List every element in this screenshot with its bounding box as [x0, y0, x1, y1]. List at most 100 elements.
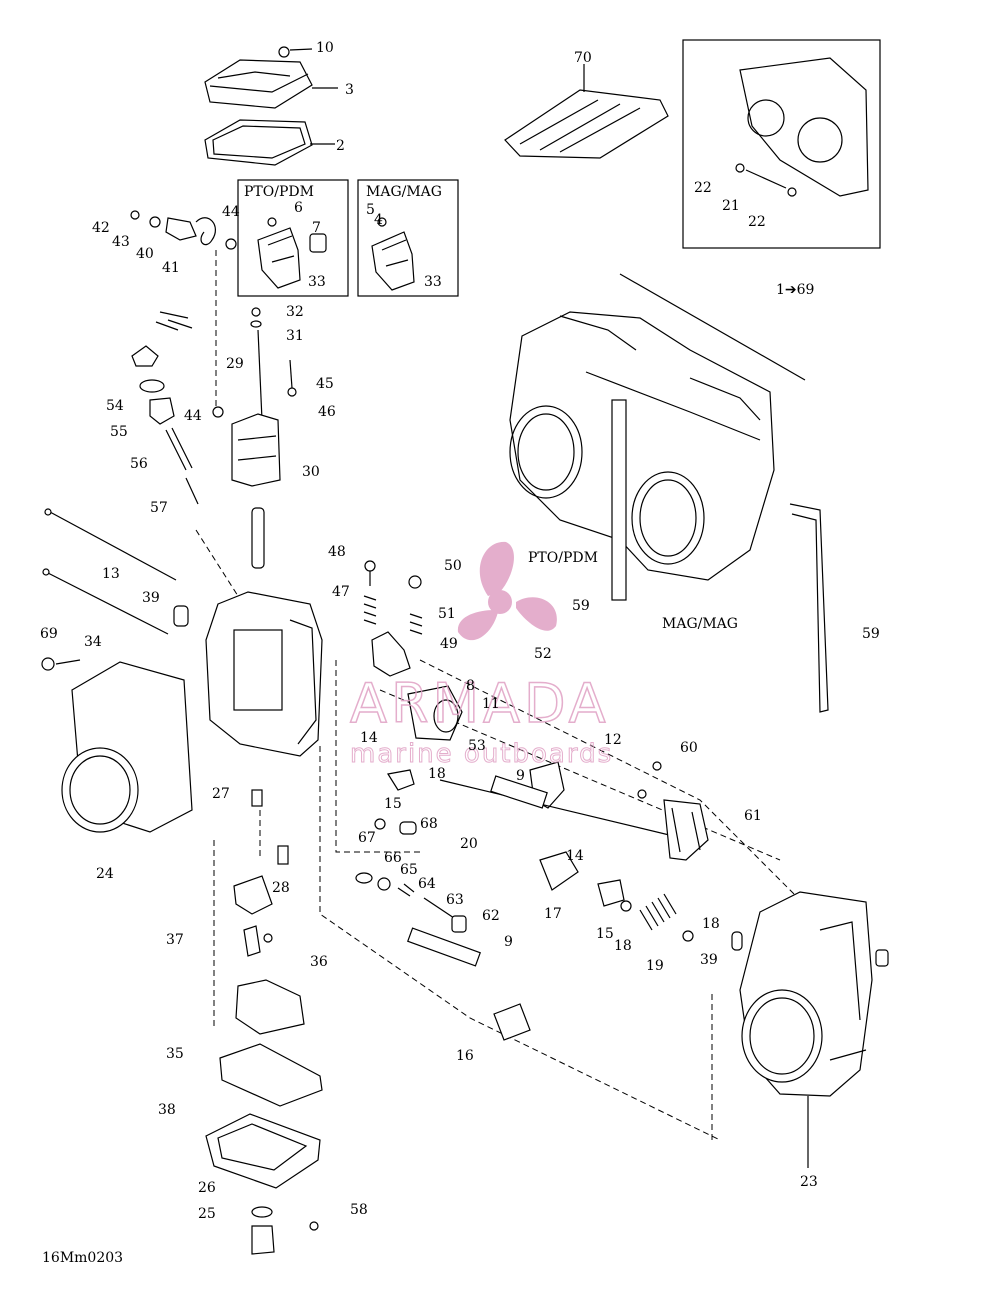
- part-label-54: 54: [106, 398, 124, 414]
- part-label-44: 44: [222, 204, 240, 220]
- part-label-25: 25: [198, 1206, 216, 1222]
- assembly-mag-label: MAG/MAG: [662, 616, 738, 632]
- assembly-range-label: 1➔69: [776, 282, 814, 298]
- part-label-22: 22: [748, 214, 766, 230]
- part-label-7: 7: [312, 220, 321, 236]
- part-label-16: 16: [456, 1048, 474, 1064]
- part-label-41: 41: [162, 260, 180, 276]
- part-label-30: 30: [302, 464, 320, 480]
- part-label-46: 46: [318, 404, 336, 420]
- linkage-pin-inset: [682, 39, 881, 249]
- top-cover-group: [204, 46, 338, 166]
- part-label-59: 59: [572, 598, 590, 614]
- watermark-brand: ARMADA: [350, 672, 610, 735]
- carburetor-assembly-view: [509, 273, 829, 713]
- watermark-logo: ARMADA marine outboards: [349, 541, 613, 770]
- part-label-18: 18: [702, 916, 720, 932]
- mag-inset-box: [357, 179, 459, 297]
- part-label-12: 12: [604, 732, 622, 748]
- part-label-45: 45: [316, 376, 334, 392]
- middle-parts: [363, 560, 709, 861]
- part-label-19: 19: [646, 958, 664, 974]
- part-label-34: 34: [84, 634, 102, 650]
- part-label-26: 26: [198, 1180, 216, 1196]
- part-label-33: 33: [424, 274, 442, 290]
- footer-code: 16Mm0203: [42, 1250, 123, 1266]
- part-label-40: 40: [136, 246, 154, 262]
- carburetor-body-right: [739, 891, 889, 1168]
- part-label-64: 64: [418, 876, 436, 892]
- part-label-68: 68: [420, 816, 438, 832]
- lower-parts: [205, 789, 743, 1255]
- part-label-43: 43: [112, 234, 130, 250]
- part-number-labels: 1032673354334243404144323129454654555657…: [40, 40, 880, 1222]
- part-label-59: 59: [862, 626, 880, 642]
- part-label-18: 18: [614, 938, 632, 954]
- part-label-5: 5: [366, 202, 375, 218]
- part-label-15: 15: [596, 926, 614, 942]
- part-label-33: 33: [308, 274, 326, 290]
- part-label-22: 22: [694, 180, 712, 196]
- part-label-21: 21: [722, 198, 740, 214]
- part-label-39: 39: [700, 952, 718, 968]
- part-label-24: 24: [96, 866, 114, 882]
- carburetor-body-left: [41, 508, 323, 833]
- part-label-67: 67: [358, 830, 376, 846]
- part-label-35: 35: [166, 1046, 184, 1062]
- part-label-51: 51: [438, 606, 456, 622]
- mag-box-title: MAG/MAG: [366, 184, 442, 200]
- part-label-63: 63: [446, 892, 464, 908]
- part-label-50: 50: [444, 558, 462, 574]
- part-label-2: 2: [336, 138, 345, 154]
- part-label-14: 14: [566, 848, 584, 864]
- part-label-39: 39: [142, 590, 160, 606]
- part-label-58: 58: [350, 1202, 368, 1218]
- part-label-32: 32: [286, 304, 304, 320]
- part-label-13: 13: [102, 566, 120, 582]
- part-label-66: 66: [384, 850, 402, 866]
- part-label-10: 10: [316, 40, 334, 56]
- part-label-36: 36: [310, 954, 328, 970]
- part-label-17: 17: [544, 906, 562, 922]
- part-label-53: 53: [468, 738, 486, 754]
- part-label-42: 42: [92, 220, 110, 236]
- part-label-57: 57: [150, 500, 168, 516]
- pto-box-title: PTO/PDM: [244, 184, 314, 200]
- part-label-9: 9: [504, 934, 513, 950]
- part-label-55: 55: [110, 424, 128, 440]
- part-label-9: 9: [516, 768, 525, 784]
- cable-bracket-parts: [130, 210, 237, 410]
- part-label-23: 23: [800, 1174, 818, 1190]
- assembly-pto-label: PTO/PDM: [528, 550, 598, 566]
- part-label-18: 18: [428, 766, 446, 782]
- part-label-61: 61: [744, 808, 762, 824]
- part-label-65: 65: [400, 862, 418, 878]
- part-label-70: 70: [574, 50, 592, 66]
- part-label-38: 38: [158, 1102, 176, 1118]
- part-label-11: 11: [482, 696, 500, 712]
- part-label-3: 3: [345, 82, 354, 98]
- part-label-47: 47: [332, 584, 350, 600]
- part-label-8: 8: [466, 678, 475, 694]
- part-label-20: 20: [460, 836, 478, 852]
- part-label-28: 28: [272, 880, 290, 896]
- pto-inset-box: [237, 179, 349, 297]
- part-label-6: 6: [294, 200, 303, 216]
- part-label-69: 69: [40, 626, 58, 642]
- part-label-14: 14: [360, 730, 378, 746]
- part-label-56: 56: [130, 456, 148, 472]
- part-label-49: 49: [440, 636, 458, 652]
- part-label-37: 37: [166, 932, 184, 948]
- part-label-27: 27: [212, 786, 230, 802]
- watermark-tagline: marine outboards: [350, 739, 613, 769]
- part-label-60: 60: [680, 740, 698, 756]
- part-label-4: 4: [374, 212, 383, 228]
- part-label-44: 44: [184, 408, 202, 424]
- part-label-48: 48: [328, 544, 346, 560]
- part-label-31: 31: [286, 328, 304, 344]
- part-label-52: 52: [534, 646, 552, 662]
- part-label-62: 62: [482, 908, 500, 924]
- fuel-rail-inset: [504, 64, 669, 159]
